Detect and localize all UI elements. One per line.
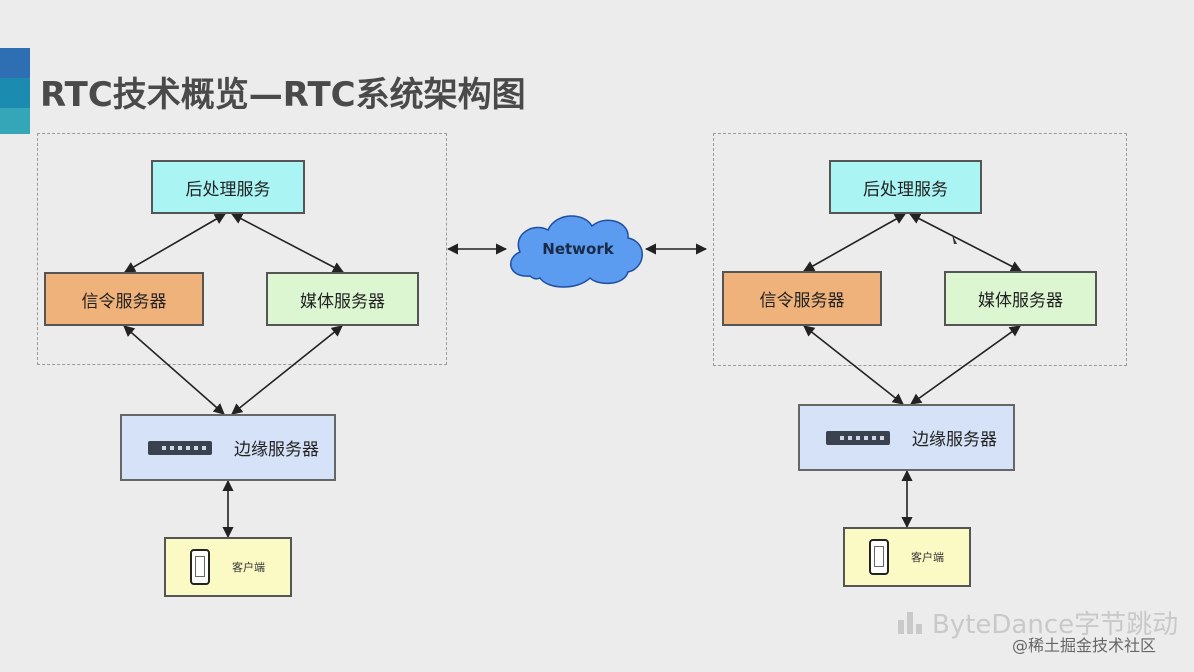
arrow-media-to-edge-right xyxy=(910,325,1021,405)
arrow-post-to-media-right xyxy=(909,213,1022,272)
arrow-signal-to-post-right xyxy=(803,213,906,272)
bytedance-watermark: ByteDance字节跳动 xyxy=(898,604,1178,641)
smartphone-icon xyxy=(190,549,210,585)
cloud-icon xyxy=(510,215,643,288)
left-client: 客户端 xyxy=(164,537,292,597)
left-media-label: 媒体服务器 xyxy=(300,291,385,312)
left-post-processing-label: 后处理服务 xyxy=(185,179,271,200)
left-signaling-server: 信令服务器 xyxy=(44,272,204,326)
bytedance-logo-icon xyxy=(898,611,924,634)
right-post-processing-label: 后处理服务 xyxy=(863,179,948,200)
smartphone-icon xyxy=(869,539,889,575)
arrow-signal-to-post-left xyxy=(124,213,226,273)
arrow-signal-to-edge-right xyxy=(803,325,904,405)
network-switch-icon xyxy=(148,440,212,455)
left-edge-server: 边缘服务器 xyxy=(120,414,336,481)
arrow-signal-to-edge-left xyxy=(123,325,225,415)
right-client: 客户端 xyxy=(843,527,971,587)
corner-decoration xyxy=(0,108,30,134)
site-credit: @稀土掘金技术社区 xyxy=(1012,636,1157,655)
left-edge-label: 边缘服务器 xyxy=(234,440,319,460)
right-client-label: 客户端 xyxy=(911,551,944,564)
right-edge-label: 边缘服务器 xyxy=(912,430,997,450)
left-media-server: 媒体服务器 xyxy=(266,272,419,326)
arrow-media-to-edge-left xyxy=(231,325,343,415)
left-signaling-label: 信令服务器 xyxy=(81,291,167,312)
corner-decoration xyxy=(0,78,30,108)
network-switch-icon xyxy=(826,430,890,445)
left-client-label: 客户端 xyxy=(232,561,265,574)
right-media-label: 媒体服务器 xyxy=(978,291,1063,311)
left-post-processing-service: 后处理服务 xyxy=(151,160,305,214)
right-post-processing-service: 后处理服务 xyxy=(829,160,982,214)
right-signaling-label: 信令服务器 xyxy=(759,291,845,311)
mouse-cursor-icon xyxy=(952,234,957,244)
network-label: Network xyxy=(542,240,614,258)
right-edge-server: 边缘服务器 xyxy=(798,404,1015,471)
watermark-text: ByteDance字节跳动 xyxy=(932,610,1179,640)
right-media-server: 媒体服务器 xyxy=(944,271,1097,326)
right-signaling-server: 信令服务器 xyxy=(722,271,882,326)
corner-decoration xyxy=(0,48,30,78)
page-title: RTC技术概览—RTC系统架构图 xyxy=(40,75,526,115)
arrow-post-to-media-left xyxy=(231,213,344,273)
